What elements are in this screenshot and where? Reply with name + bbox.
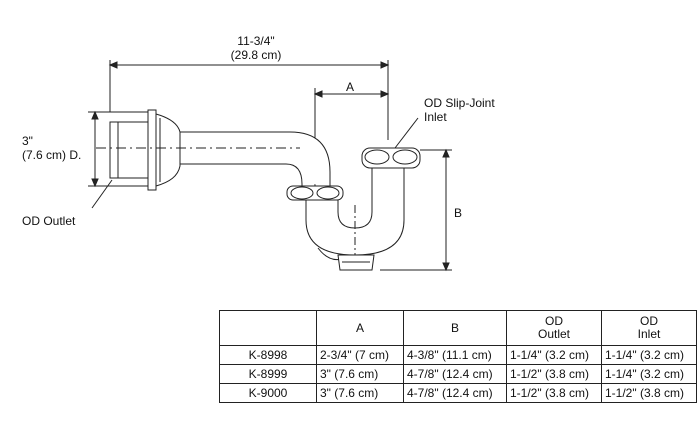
- inlet-callout: OD Slip-Joint Inlet: [424, 96, 495, 124]
- cell-inlet: 1-1/4" (3.2 cm): [601, 345, 697, 365]
- cell-model: K-9000: [219, 383, 317, 403]
- inlet-leader-line: [394, 117, 419, 149]
- overall-length-value: 11-3/4": [237, 34, 275, 48]
- cell-outlet: 1-1/2" (3.8 cm): [506, 383, 602, 403]
- outlet-leader-line: [91, 179, 113, 209]
- dimension-b-label: B: [454, 206, 463, 220]
- outlet-diameter-metric: (7.6 cm) D.: [22, 148, 82, 162]
- overall-length-metric: (29.8 cm): [230, 48, 282, 62]
- header-od-outlet-line2: Outlet: [537, 327, 570, 341]
- trap-arm: [96, 131, 331, 190]
- cell-model: K-8998: [219, 345, 317, 365]
- cell-outlet: 1-1/2" (3.8 cm): [506, 364, 602, 384]
- outlet-fitting: [109, 109, 181, 191]
- table-row: K-8999 3" (7.6 cm) 4-7/8" (12.4 cm) 1-1/…: [219, 364, 697, 384]
- dimension-a-label: A: [346, 80, 355, 94]
- table-header-row: A B OD Outlet OD Inlet: [219, 310, 697, 346]
- table-row: K-8998 2-3/4" (7 cm) 4-3/8" (11.1 cm) 1-…: [219, 345, 697, 365]
- inlet-slip-nut: [361, 147, 421, 169]
- arm-slip-nut: [286, 185, 344, 201]
- header-od-inlet: OD Inlet: [601, 310, 697, 346]
- overall-length-label: 11-3/4" (29.8 cm): [216, 34, 296, 62]
- cell-b: 4-7/8" (12.4 cm): [403, 383, 507, 403]
- outlet-diameter-label: 3" (7.6 cm) D.: [22, 134, 81, 162]
- header-od-inlet-line2: Inlet: [637, 327, 661, 341]
- outlet-callout: OD Outlet: [22, 214, 76, 228]
- header-b: B: [403, 310, 507, 346]
- header-a: A: [316, 310, 404, 346]
- overall-length-dimension: [108, 60, 390, 140]
- cell-a: 3" (7.6 cm): [316, 364, 404, 384]
- cell-a: 3" (7.6 cm): [316, 383, 404, 403]
- dimension-b-line: [380, 148, 452, 272]
- inlet-label-line1: OD Slip-Joint: [424, 96, 495, 110]
- outlet-diameter-dimension: [88, 110, 150, 188]
- inlet-label-line2: Inlet: [424, 110, 447, 124]
- dimensions-table: A B OD Outlet OD Inlet K-8998 2-3/4" (7 …: [219, 310, 697, 403]
- outlet-diameter-value: 3": [22, 134, 33, 148]
- cell-b: 4-7/8" (12.4 cm): [403, 364, 507, 384]
- cell-model: K-8999: [219, 364, 317, 384]
- header-od-outlet-line1: OD: [545, 314, 563, 328]
- header-od-outlet: OD Outlet: [506, 310, 602, 346]
- cleanout-plug: [337, 254, 375, 271]
- header-od-inlet-line1: OD: [640, 314, 658, 328]
- table-row: K-9000 3" (7.6 cm) 4-7/8" (12.4 cm) 1-1/…: [219, 383, 697, 403]
- cell-outlet: 1-1/4" (3.2 cm): [506, 345, 602, 365]
- cell-a: 2-3/4" (7 cm): [316, 345, 404, 365]
- p-trap-drawing: [88, 60, 452, 272]
- cell-inlet: 1-1/2" (3.8 cm): [601, 383, 697, 403]
- header-model: [219, 310, 317, 346]
- cell-b: 4-3/8" (11.1 cm): [403, 345, 507, 365]
- cell-inlet: 1-1/4" (3.2 cm): [601, 364, 697, 384]
